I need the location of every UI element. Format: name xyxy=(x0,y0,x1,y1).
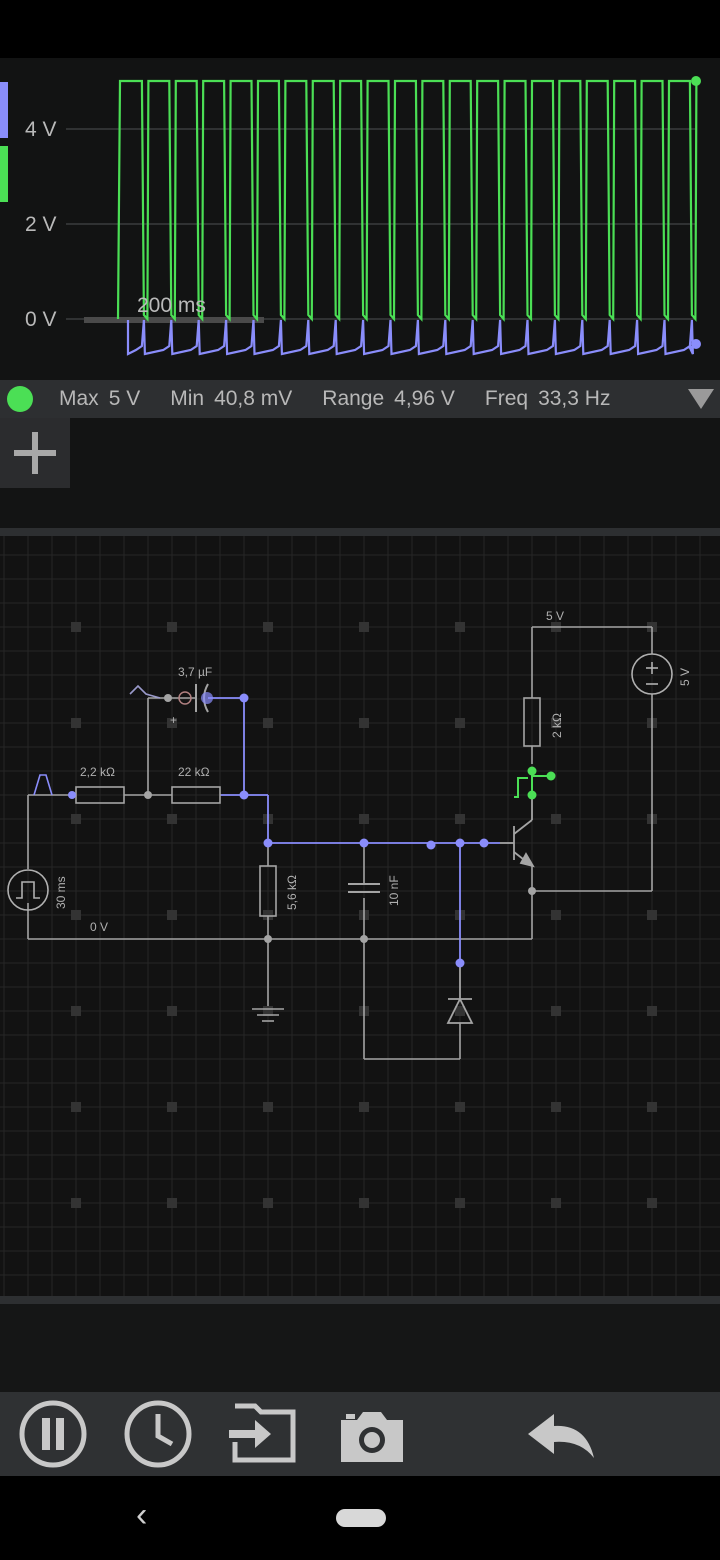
gen-period-label: 30 ms xyxy=(54,876,68,909)
undo-icon xyxy=(528,1414,594,1458)
pause-button[interactable] xyxy=(15,1396,91,1472)
capacitor-c2 xyxy=(348,883,380,893)
r4-label: 2 kΩ xyxy=(550,713,564,738)
circuit-diagram: 3,7 µF + 2,2 kΩ 22 kΩ 5 V 0 V 5,6 kΩ 10 … xyxy=(0,536,720,1296)
green-channel-marker xyxy=(0,146,8,202)
system-navbar: ‹ xyxy=(0,1476,720,1560)
resistor-r4 xyxy=(523,697,541,747)
bottom-toolbar xyxy=(0,1392,720,1476)
y-label-0v: 0 V xyxy=(25,308,57,331)
time-scale-label: 200 ms xyxy=(137,294,206,317)
blue-trace xyxy=(126,319,697,356)
r2-label: 22 kΩ xyxy=(178,765,210,779)
camera-icon xyxy=(341,1412,403,1462)
pause-icon xyxy=(19,1400,87,1468)
import-button[interactable] xyxy=(225,1396,301,1472)
ground-voltage-label: 0 V xyxy=(90,920,108,934)
r3-label: 5,6 kΩ xyxy=(285,875,299,910)
panel-divider-2[interactable] xyxy=(0,1296,720,1304)
wires-blue xyxy=(208,697,500,963)
r1-label: 2,2 kΩ xyxy=(80,765,115,779)
scope-grid xyxy=(66,128,696,320)
add-button[interactable] xyxy=(0,418,70,488)
blue-trace-end-dot xyxy=(691,339,701,349)
y-label-2v: 2 V xyxy=(25,213,57,236)
circuit-canvas[interactable]: 3,7 µF + 2,2 kΩ 22 kΩ 5 V 0 V 5,6 kΩ 10 … xyxy=(0,536,720,1296)
plus-icon xyxy=(14,432,56,474)
import-icon xyxy=(229,1403,296,1463)
green-trace-end-dot xyxy=(691,76,701,86)
diode xyxy=(446,963,474,1024)
c2-label: 10 nF xyxy=(387,875,401,906)
blue-channel-marker xyxy=(0,82,8,138)
green-trace xyxy=(116,79,698,322)
status-bar xyxy=(0,0,720,58)
resistor-r2 xyxy=(171,786,221,804)
channel-color-dot[interactable] xyxy=(7,386,33,412)
back-nav-button[interactable]: ‹ xyxy=(136,1496,148,1534)
panel-divider[interactable] xyxy=(0,528,720,536)
history-button[interactable] xyxy=(120,1396,196,1472)
cap-plus-label: + xyxy=(170,713,177,727)
add-panel xyxy=(0,418,720,528)
undo-button[interactable] xyxy=(524,1396,600,1472)
cap-value-label: 3,7 µF xyxy=(178,665,212,679)
timescale-bar xyxy=(84,317,264,323)
scope-plot: 200 ms xyxy=(0,76,701,356)
triangle-down-icon[interactable] xyxy=(688,389,714,409)
capacitor-c1 xyxy=(129,683,213,713)
clock-icon xyxy=(124,1400,192,1468)
junction-dots xyxy=(68,693,556,968)
supply-side-label: 5 V xyxy=(678,668,692,686)
screenshot-button[interactable] xyxy=(333,1396,409,1472)
y-label-4v: 4 V xyxy=(25,118,57,141)
voltage-source xyxy=(631,653,673,695)
oscilloscope-view[interactable]: 200 ms 4 V 2 V 0 V xyxy=(0,58,720,380)
pulse-generator xyxy=(7,774,53,911)
npn-transistor xyxy=(500,795,535,868)
info-panel xyxy=(0,1304,720,1392)
home-pill[interactable] xyxy=(336,1509,386,1527)
resistor-r3 xyxy=(259,865,277,917)
supply-top-label: 5 V xyxy=(546,609,564,623)
